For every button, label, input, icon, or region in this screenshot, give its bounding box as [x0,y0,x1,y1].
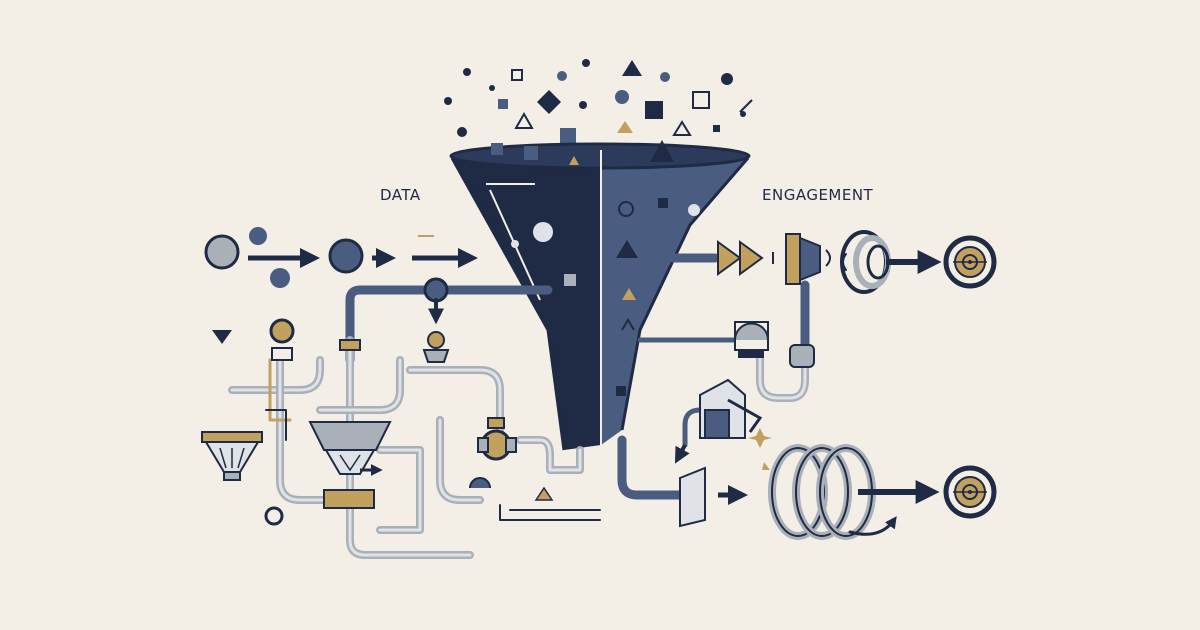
pipe-network-icon [228,277,601,559]
data-label: DATA [380,186,421,204]
input-bubbles [204,227,478,344]
funnel-icon [449,140,751,451]
target-icon [943,235,997,519]
engagement-label: ENGAGEMENT [762,186,874,204]
right-components [674,233,831,528]
data-particles [444,59,753,144]
arrow-icon [858,250,942,504]
coil-icon [768,230,897,540]
valve-icon [201,318,554,526]
